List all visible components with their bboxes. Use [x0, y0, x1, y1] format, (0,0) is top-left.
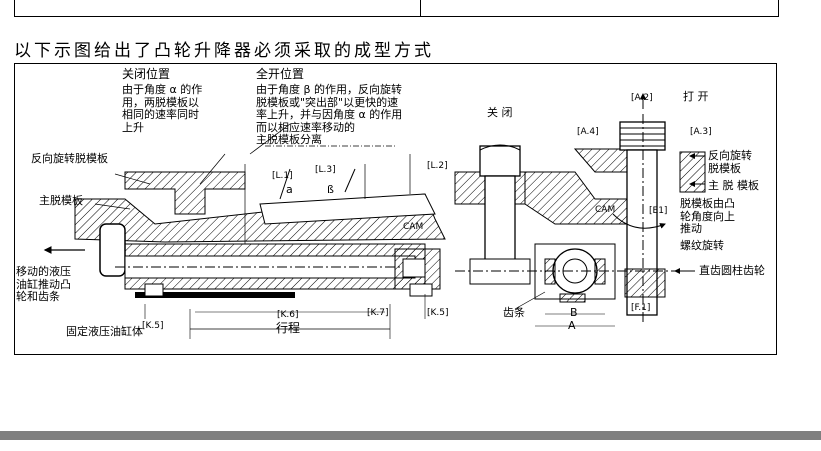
main-plate-label-left: 主脱模板 — [39, 194, 83, 207]
footer-bar — [0, 431, 821, 440]
cam-label-right: CAM — [595, 205, 616, 215]
dim-l1: [L.1] — [272, 171, 293, 181]
dim-a3: [A.3] — [690, 127, 712, 137]
table-fragment — [14, 0, 779, 17]
closed-label-right: 关 闭 — [487, 106, 513, 119]
page-heading: 以下示图给出了凸轮升降器必须采取的成型方式 — [14, 41, 434, 61]
open-position-desc: 由于角度 β 的作用，反向旋转 脱模板或"突出部"以更快的速 率上升，并与因角度… — [256, 83, 403, 146]
dim-a2: [A.2] — [631, 93, 653, 103]
open-label-right: 打 开 — [683, 90, 709, 103]
reverse-plate-label-left: 反向旋转脱模板 — [31, 152, 108, 165]
dim-f1: [F.1] — [631, 303, 651, 313]
moving-cylinder-label: 移动的液压 油缸推动凸 轮和齿条 — [16, 265, 71, 303]
main-plate-label-right: 主 脱 模板 — [708, 179, 759, 192]
open-position-label: 全开位置 — [256, 67, 305, 81]
dim-l2: [L.2] — [427, 161, 448, 171]
rack-label: 齿条 — [503, 306, 525, 319]
dim-e1: [E1] — [649, 206, 668, 216]
dim-k5-left: [K.5] — [142, 321, 164, 331]
mechanism-drawing — [43, 93, 706, 339]
thread-rotate-label: 螺纹旋转 — [680, 239, 724, 252]
cam-note-label: 脱模板由凸 轮角度向上 推动 — [680, 197, 735, 235]
cam-label-left: CAM — [403, 222, 424, 232]
dim-k5-right: [K.5] — [427, 308, 449, 318]
dim-a: A — [568, 319, 576, 332]
reverse-plate-label-right: 反向旋转 脱模板 — [708, 149, 752, 175]
beta-label: ß — [327, 183, 334, 196]
dim-l3: [L.3] — [315, 165, 336, 175]
alpha-label: a — [286, 183, 293, 196]
dim-a4: [A.4] — [577, 127, 599, 137]
stroke-label: 行程 — [276, 321, 301, 335]
dim-b: B — [570, 306, 578, 319]
closed-position-label: 关闭位置 — [122, 67, 171, 81]
closed-position-desc: 由于角度 α 的作 用，两脱模板以 相同的速率同时 上升 — [122, 83, 203, 134]
table-divider — [420, 0, 421, 16]
dim-k7: [K.7] — [367, 308, 389, 318]
spur-gear-label: 直齿圆柱齿轮 — [699, 264, 765, 277]
cam-lifter-figure: 关闭位置 由于角度 α 的作 用，两脱模板以 相同的速率同时 上升 全开位置 由… — [14, 63, 777, 355]
fixed-cylinder-label: 固定液压油缸体 — [66, 325, 143, 338]
dim-k6: [K.6] — [277, 310, 299, 320]
